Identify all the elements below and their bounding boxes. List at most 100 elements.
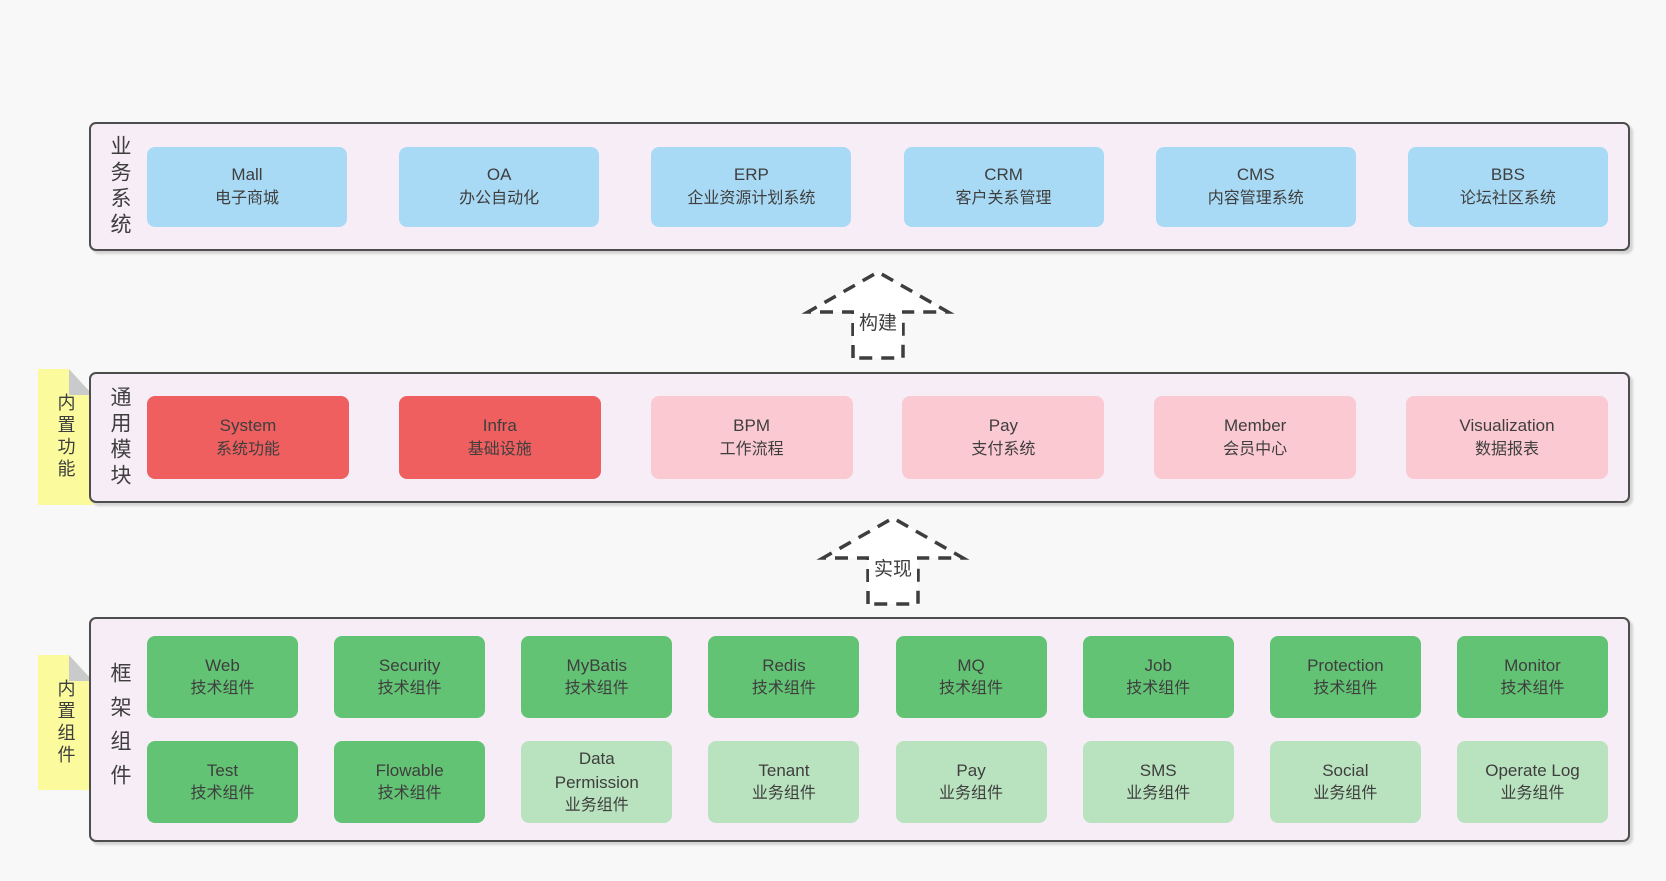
band-label: 通用模块: [108, 385, 131, 490]
box-pay: Pay 支付系统: [902, 396, 1105, 479]
box-title: BBS: [1490, 164, 1525, 184]
band-boxes: Mall 电子商城 OA 办公自动化 ERP 企业资源计划系统 CRM 客户关系管理 CMS 内容…: [147, 124, 1628, 249]
box-subtitle: 业务组件: [751, 784, 816, 802]
box-title: Pay: [988, 415, 1019, 435]
box-tenant: Tenant 业务组件: [708, 741, 860, 823]
box-title: Visualization: [1459, 415, 1555, 435]
box-title: SMS: [1139, 760, 1177, 780]
component-row: Mall 电子商城 OA 办公自动化 ERP 企业资源计划系统 CRM 客户关系管理 CMS 内容…: [147, 146, 1608, 227]
box-subtitle: 业务组件: [564, 796, 629, 814]
box-visualization: Visualization 数据报表: [1405, 396, 1608, 479]
box-title: MQ: [957, 655, 985, 675]
box-subtitle: 基础设施: [467, 441, 532, 459]
band-label: 框架组件: [108, 661, 131, 798]
box-bbs: BBS 论坛社区系统: [1407, 146, 1608, 227]
implement-arrow-icon: 实现: [816, 515, 970, 606]
box-title: Web: [205, 655, 240, 675]
band-label: 业务系统: [108, 134, 131, 239]
box-web: Web 技术组件: [147, 636, 298, 718]
box-member: Member 会员中心: [1154, 396, 1357, 479]
box-title: Tenant: [758, 760, 810, 780]
box-subtitle: 会员中心: [1223, 441, 1288, 459]
box-subtitle: 技术组件: [377, 784, 442, 802]
box-mall: Mall 电子商城: [147, 146, 347, 227]
box-sms: SMS 业务组件: [1082, 741, 1234, 823]
box-infra: Infra 基础设施: [398, 396, 601, 479]
box-monitor: Monitor 技术组件: [1456, 636, 1608, 718]
box-title: Member: [1224, 415, 1287, 435]
box-subtitle: 内容管理系统: [1207, 190, 1304, 208]
box-subtitle: 客户关系管理: [955, 190, 1052, 208]
box-subtitle: 技术组件: [1126, 679, 1191, 697]
box-subtitle: 技术组件: [1313, 679, 1378, 697]
band-business-systems: 业务系统 Mall 电子商城 OA 办公自动化 ERP 企业资源计划系统 CRM 客户关系管理…: [89, 122, 1630, 251]
box-title: Security: [378, 655, 441, 675]
box-title: Infra: [482, 415, 517, 435]
box-subtitle: 业务组件: [1313, 784, 1378, 802]
box-title: Monitor: [1504, 655, 1561, 675]
build-arrow-icon: 构建: [801, 269, 955, 360]
box-subtitle: 支付系统: [971, 441, 1036, 459]
box-subtitle: 业务组件: [1500, 784, 1565, 802]
box-subtitle: 技术组件: [751, 679, 816, 697]
box-subtitle: 系统功能: [215, 441, 280, 459]
box-title: Redis: [762, 655, 806, 675]
box-subtitle: 企业资源计划系统: [687, 190, 816, 208]
box-operate-log: Operate Log 业务组件: [1456, 741, 1608, 823]
box-subtitle: 技术组件: [564, 679, 629, 697]
box-title: ERP: [733, 164, 769, 184]
box-title: BPM: [733, 415, 771, 435]
box-social: Social 业务组件: [1269, 741, 1421, 823]
box-mq: MQ 技术组件: [895, 636, 1047, 718]
box-title: Mall: [231, 164, 263, 184]
box-subtitle: 办公自动化: [459, 190, 540, 208]
box-security: Security 技术组件: [334, 636, 486, 718]
box-subtitle: 技术组件: [377, 679, 442, 697]
sticky-note-built-in-features: 内置功能: [38, 369, 93, 505]
box-system: System 系统功能: [147, 396, 349, 479]
box-title: Social: [1322, 760, 1369, 780]
box-subtitle: 论坛社区系统: [1459, 190, 1556, 208]
box-job: Job 技术组件: [1082, 636, 1234, 718]
box-title: MyBatis: [566, 655, 628, 675]
implement-arrow-label: 实现: [874, 558, 912, 580]
box-title: OA: [486, 164, 512, 184]
box-protection: Protection 技术组件: [1269, 636, 1421, 718]
box-data-permission: Data Permission 业务组件: [521, 741, 673, 823]
box-erp: ERP 企业资源计划系统: [651, 146, 852, 227]
box-subtitle: 技术组件: [190, 784, 255, 802]
box-redis: Redis 技术组件: [708, 636, 860, 718]
box-title: Job: [1144, 655, 1172, 675]
box-test: Test 技术组件: [147, 741, 298, 823]
box-title: Data Permission: [554, 748, 639, 792]
box-title: CMS: [1236, 164, 1275, 184]
box-subtitle: 技术组件: [1500, 679, 1565, 697]
box-title: Pay: [956, 760, 986, 780]
box-subtitle: 数据报表: [1474, 441, 1539, 459]
box-mybatis: MyBatis 技术组件: [521, 636, 673, 718]
sticky-note-label: 内置功能: [55, 393, 76, 481]
build-arrow-label: 构建: [859, 312, 897, 334]
box-subtitle: 技术组件: [939, 679, 1004, 697]
box-subtitle: 电子商城: [214, 190, 279, 208]
box-cms: CMS 内容管理系统: [1155, 146, 1356, 227]
box-subtitle: 业务组件: [1126, 784, 1191, 802]
box-title: Operate Log: [1485, 760, 1580, 780]
box-title: Protection: [1307, 655, 1384, 675]
box-subtitle: 技术组件: [190, 679, 255, 697]
box-crm: CRM 客户关系管理: [903, 146, 1104, 227]
box-title: CRM: [984, 164, 1023, 184]
box-title: Test: [206, 760, 239, 780]
box-title: System: [219, 415, 277, 435]
sticky-note-label: 内置组件: [55, 678, 76, 767]
